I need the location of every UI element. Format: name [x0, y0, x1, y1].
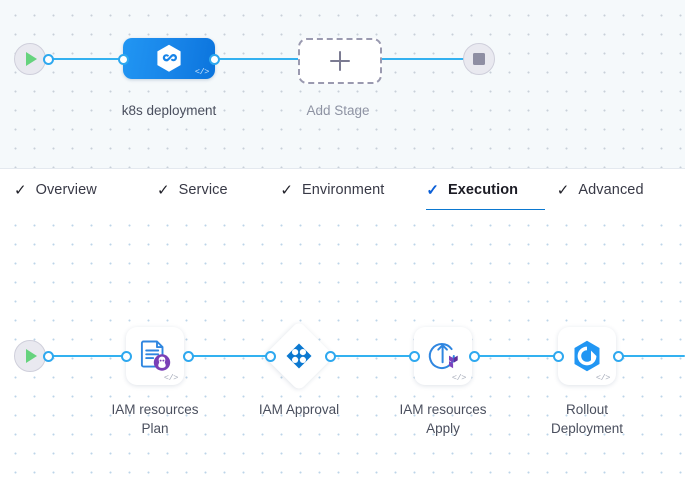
step-node-iam-approval[interactable]	[263, 320, 335, 392]
code-badge-icon: </>	[451, 372, 467, 383]
connector-dot-rollout-out[interactable]	[613, 351, 624, 362]
step-node-rollout-deployment[interactable]: </>	[558, 327, 616, 385]
play-icon	[26, 52, 37, 66]
stage-node-k8s-deployment[interactable]: </>	[123, 38, 215, 79]
add-stage-button[interactable]	[298, 38, 382, 84]
add-stage-label: Add Stage	[306, 103, 370, 118]
check-icon: ✓	[426, 181, 439, 199]
connector-plan-to-approval	[188, 355, 274, 358]
check-icon: ✓	[14, 181, 27, 199]
connector-add-to-end	[376, 58, 472, 61]
tab-service[interactable]: ✓ Service	[157, 169, 280, 211]
connector-stage-to-add	[214, 58, 304, 61]
k8s-rollout-icon	[574, 340, 600, 372]
pipeline-end-node[interactable]	[463, 43, 495, 75]
connector-dot-stage-in[interactable]	[118, 54, 129, 65]
connector-dot-plan-out[interactable]	[183, 351, 194, 362]
stage-pipeline-canvas[interactable]: </> k8s deployment Add Stage	[0, 0, 685, 168]
tab-advanced[interactable]: ✓ Advanced	[545, 169, 685, 211]
tab-label: Overview	[35, 182, 97, 198]
step-node-iam-resources-plan[interactable]: </>	[126, 327, 184, 385]
connector-dot-apply-in[interactable]	[409, 351, 420, 362]
connector-dot-apply-out[interactable]	[469, 351, 480, 362]
code-badge-icon: </>	[163, 372, 179, 383]
stage-label-k8s-deployment: k8s deployment	[121, 103, 217, 118]
step-label-iam-approval: IAM Approval	[258, 402, 340, 417]
check-icon: ✓	[556, 181, 570, 199]
connector-dot-start-out[interactable]	[43, 54, 54, 65]
tab-label: Advanced	[578, 182, 644, 198]
plus-icon	[330, 51, 350, 71]
check-icon: ✓	[157, 181, 170, 199]
play-icon	[26, 349, 37, 363]
harness-hexagon-icon	[157, 44, 181, 72]
connector-start-to-stage	[46, 58, 124, 61]
harness-approval-icon	[286, 343, 312, 369]
pipeline-start-node[interactable]	[14, 43, 46, 75]
connector-dot-plan-in[interactable]	[121, 351, 132, 362]
code-badge-icon: </>	[595, 372, 611, 383]
execution-steps-canvas[interactable]: </> IAM resources Plan IAM Approval	[0, 210, 685, 481]
connector-approval-to-apply	[330, 355, 416, 358]
step-node-iam-resources-apply[interactable]: </>	[414, 327, 472, 385]
terraform-plan-icon	[140, 340, 171, 371]
terraform-apply-icon	[428, 343, 458, 369]
execution-start-node[interactable]	[14, 340, 46, 372]
step-label-iam-resources-apply: IAM resources Apply	[399, 402, 487, 436]
connector-dot-approval-out[interactable]	[325, 351, 336, 362]
step-label-rollout-deployment: Rollout Deployment	[550, 402, 624, 436]
connector-dot-stage-out[interactable]	[209, 54, 220, 65]
check-icon: ✓	[280, 181, 293, 199]
code-badge-icon: </>	[194, 66, 210, 77]
connector-start-to-plan	[46, 355, 140, 358]
connector-dot-exec-start-out[interactable]	[43, 351, 54, 362]
tab-label: Service	[178, 182, 228, 198]
connector-dot-rollout-in[interactable]	[553, 351, 564, 362]
connector-dot-approval-in[interactable]	[265, 351, 276, 362]
tab-environment[interactable]: ✓ Environment	[280, 169, 426, 211]
tab-label: Environment	[301, 182, 385, 198]
tab-execution[interactable]: ✓ Execution	[426, 169, 545, 212]
tab-overview[interactable]: ✓ Overview	[0, 169, 157, 211]
step-label-iam-resources-plan: IAM resources Plan	[111, 402, 199, 436]
connector-rollout-to-next	[618, 355, 685, 358]
tab-label: Execution	[447, 182, 519, 198]
stop-icon	[473, 53, 485, 65]
stage-config-tabs[interactable]: ✓ Overview ✓ Service ✓ Environment ✓ Exe…	[0, 168, 685, 212]
connector-apply-to-rollout	[474, 355, 560, 358]
